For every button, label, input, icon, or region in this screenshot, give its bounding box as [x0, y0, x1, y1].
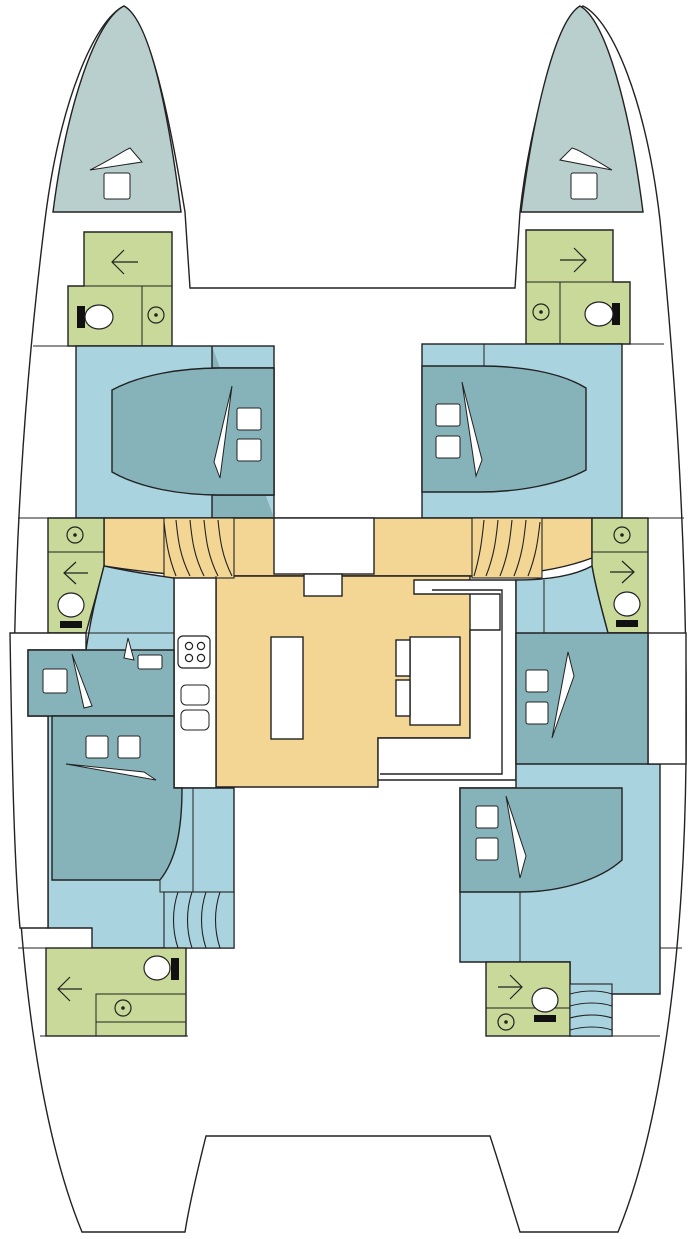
- hatch-icon: [461, 381, 483, 478]
- sink-icon: [532, 303, 550, 321]
- toilet-icon: [531, 987, 559, 1022]
- stove-icon: [177, 635, 211, 669]
- cabin-aft-starboard: [459, 564, 687, 1037]
- saloon-table: [270, 636, 304, 740]
- galley: [173, 577, 217, 789]
- head-mid-starboard: [591, 517, 649, 634]
- hatch-icon: [505, 795, 527, 879]
- hatch-icon: [558, 147, 613, 171]
- hatch-icon: [103, 172, 131, 200]
- arrow-icon: [57, 976, 82, 1002]
- hatch-icon: [42, 668, 68, 694]
- head-aft-port: [45, 947, 187, 1037]
- hatch-icon: [475, 837, 499, 861]
- forepeak-port: [52, 5, 182, 213]
- saloon-table: [409, 636, 461, 726]
- sink-icon: [180, 684, 210, 706]
- hatch-icon: [570, 172, 598, 200]
- sink-icon: [147, 306, 165, 324]
- hatch-icon: [89, 147, 143, 171]
- hatch-icon: [551, 651, 575, 739]
- hatch-icon: [435, 435, 461, 459]
- saloon-walls: [215, 576, 378, 788]
- hatch-icon: [71, 653, 93, 709]
- hatch-icon: [475, 805, 499, 829]
- hatch-icon: [236, 407, 262, 431]
- cabin-fwd-starboard: [421, 343, 623, 519]
- stairs-icon: [569, 983, 613, 1037]
- head-fwd-port: [67, 231, 173, 347]
- sink-icon: [180, 709, 210, 731]
- hatch-icon: [236, 438, 262, 462]
- toilet-icon: [143, 955, 179, 981]
- arrow-icon: [63, 561, 88, 585]
- head-aft-starboard: [485, 961, 613, 1037]
- toilet-icon: [613, 591, 641, 627]
- hatch-icon: [85, 735, 109, 759]
- hatch-icon: [117, 735, 141, 759]
- stairs-icon: [163, 517, 235, 579]
- stairs-icon: [163, 891, 235, 949]
- arrow-icon: [610, 560, 635, 584]
- toilet-icon: [77, 304, 114, 330]
- hatch-icon: [213, 385, 233, 479]
- sink-icon: [114, 999, 132, 1017]
- arrow-icon: [498, 974, 523, 1000]
- toilet-icon: [57, 592, 85, 628]
- hatch-icon: [137, 654, 163, 670]
- sink-icon: [497, 1013, 515, 1031]
- hatch-icon: [65, 763, 157, 781]
- stairs-icon: [471, 517, 543, 579]
- cabin-fwd-port: [75, 345, 275, 519]
- sink-icon: [66, 526, 84, 544]
- toilet-icon: [584, 301, 620, 327]
- arrow-icon: [111, 249, 138, 275]
- arrow-icon: [560, 247, 587, 273]
- forepeak-starboard: [520, 5, 644, 213]
- sink-icon: [613, 526, 631, 544]
- hatch-icon: [123, 637, 135, 661]
- head-fwd-starboard: [525, 229, 631, 345]
- hatch-icon: [435, 403, 461, 427]
- hatch-icon: [525, 669, 549, 693]
- hatch-icon: [525, 701, 549, 725]
- cabin-aft-port: [9, 565, 235, 949]
